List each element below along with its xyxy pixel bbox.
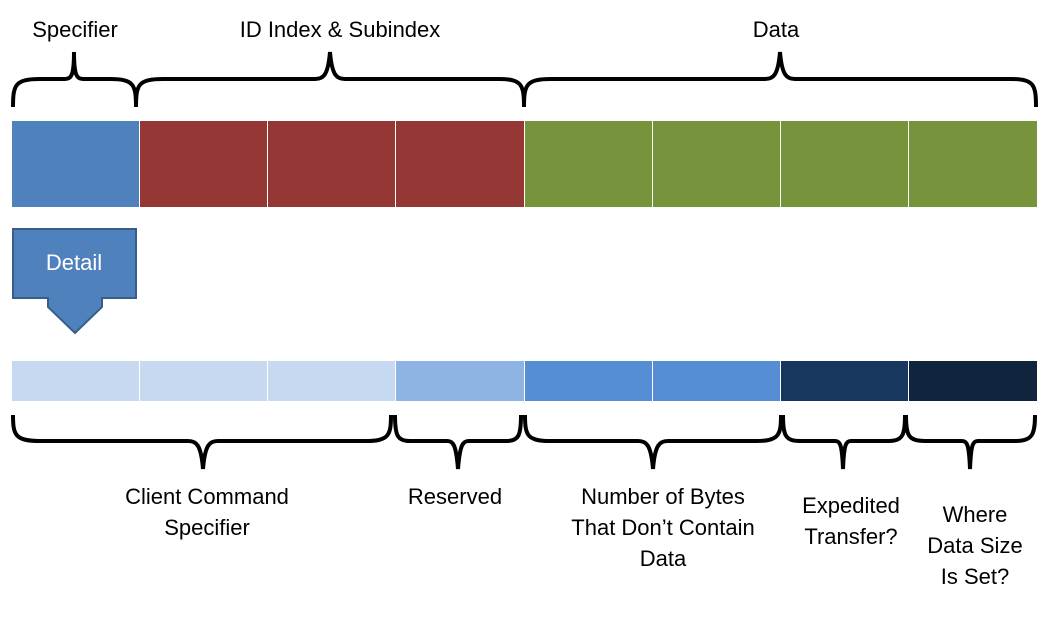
top-byte-row — [12, 121, 1037, 207]
top-byte-cell-4 — [396, 121, 525, 207]
label-where-data-size-is-set: Where Data Size Is Set? — [927, 502, 1023, 589]
brace-expedited-transfer — [781, 414, 907, 470]
bottom-bit-cell-7 — [780, 361, 909, 401]
bottom-bit-row — [12, 361, 1037, 401]
brace-specifier — [11, 51, 138, 108]
brace-number-of-bytes — [523, 414, 783, 470]
bottom-bit-cell-8 — [908, 361, 1037, 401]
label-data: Data — [752, 17, 800, 42]
brace-data — [522, 51, 1038, 108]
brace-id-index — [134, 51, 526, 108]
top-byte-cell-2 — [140, 121, 269, 207]
top-byte-cell-7 — [780, 121, 909, 207]
bottom-bit-cell-1 — [12, 361, 141, 401]
label-reserved: Reserved — [407, 484, 503, 509]
label-number-of-bytes: Number of Bytes That Don’t Contain Data — [571, 484, 755, 571]
top-byte-cell-5 — [524, 121, 653, 207]
bottom-bit-cell-3 — [268, 361, 397, 401]
label-specifier: Specifier — [32, 17, 118, 42]
detail-arrow — [12, 228, 137, 335]
brace-reserved — [393, 414, 523, 470]
top-byte-cell-6 — [652, 121, 781, 207]
top-byte-cell-1 — [12, 121, 141, 207]
brace-where-data-size — [904, 414, 1037, 470]
bottom-bit-cell-2 — [140, 361, 269, 401]
brace-client-command-specifier — [11, 414, 393, 470]
label-id-index-subindex: ID Index & Subindex — [239, 17, 441, 42]
label-client-command-specifier: Client Command Specifier — [125, 484, 289, 540]
top-byte-cell-8 — [908, 121, 1037, 207]
top-byte-cell-3 — [268, 121, 397, 207]
bottom-bit-cell-5 — [524, 361, 653, 401]
bottom-bit-cell-4 — [396, 361, 525, 401]
detail-arrow-label: Detail — [45, 250, 103, 275]
bottom-bit-cell-6 — [652, 361, 781, 401]
label-expedited-transfer: Expedited Transfer? — [802, 493, 900, 549]
